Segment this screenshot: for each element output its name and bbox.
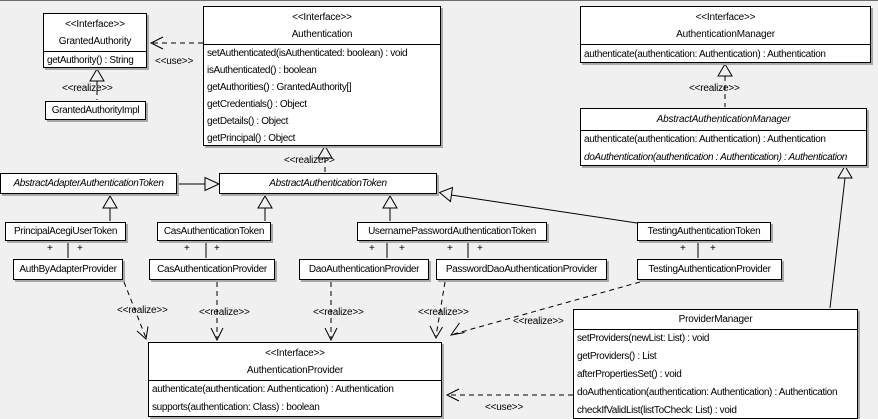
class-name: AbstractAuthenticationToken xyxy=(269,178,387,189)
class-cas-authentication-provider[interactable]: CasAuthenticationProvider xyxy=(149,259,275,280)
edge-label-realize: <<realize>> xyxy=(199,307,250,318)
class-name: Authentication xyxy=(291,29,353,40)
method-label: doAuthentication(authentication: Authent… xyxy=(577,387,838,398)
class-name: AuthByAdapterProvider xyxy=(19,264,117,275)
class-name: GrantedAuthority xyxy=(58,36,132,47)
class-granted-authority-impl[interactable]: GrantedAuthorityImpl xyxy=(45,101,146,120)
edge-label-use: <<use>> xyxy=(155,56,194,67)
method-label: getAuthorities() : GrantedAuthority[] xyxy=(207,82,352,93)
class-name: PrincipalAcegiUserToken xyxy=(13,226,118,237)
method-label: doAuthentication(authentication : Authen… xyxy=(584,152,848,163)
class-name: AuthenticationProvider xyxy=(246,365,344,376)
edge-label-realize: <<realize>> xyxy=(117,305,168,316)
association-end-plus: + xyxy=(369,243,375,254)
edge-label-realize: <<realize>> xyxy=(313,307,364,318)
class-name: DaoAuthenticationProvider xyxy=(308,264,420,275)
class-name: AuthenticationManager xyxy=(676,29,775,40)
class-cas-authentication-token[interactable]: CasAuthenticationToken xyxy=(157,222,271,241)
class-authentication-provider[interactable]: <<Interface>> AuthenticationProvider aut… xyxy=(148,342,442,417)
class-name: CasAuthenticationProvider xyxy=(157,264,267,275)
class-username-password-authentication-token[interactable]: UsernamePasswordAuthenticationToken xyxy=(357,222,547,241)
class-abstract-authentication-token[interactable]: AbstractAuthenticationToken xyxy=(219,173,437,194)
class-provider-manager[interactable]: ProviderManager setProviders(newList: Li… xyxy=(573,309,858,419)
association-end-plus: + xyxy=(184,243,190,254)
association-end-plus: + xyxy=(214,243,220,254)
association-end-plus: + xyxy=(447,243,453,254)
class-name: UsernamePasswordAuthenticationToken xyxy=(368,226,536,237)
method-label: authenticate(authentication: Authenticat… xyxy=(152,384,394,395)
edge-label-realize: <<realize>> xyxy=(284,155,335,166)
method-label: setAuthenticated(isAuthenticated: boolea… xyxy=(207,48,408,59)
class-granted-authority[interactable]: <<Interface>> GrantedAuthority getAuthor… xyxy=(43,13,147,68)
edge-label-realize: <<realize>> xyxy=(418,307,469,318)
association-end-plus: + xyxy=(680,243,686,254)
class-name: GrantedAuthorityImpl xyxy=(51,105,140,116)
class-header: <<Interface>> AuthenticationProvider xyxy=(149,343,441,381)
method-label: getPrincipal() : Object xyxy=(207,133,296,144)
association-end-plus: + xyxy=(477,243,483,254)
edge-label-realize: <<realize>> xyxy=(689,83,740,94)
class-testing-authentication-token[interactable]: TestingAuthenticationToken xyxy=(637,222,771,241)
class-authentication[interactable]: <<Interface>> Authentication setAuthenti… xyxy=(203,6,441,146)
edge-label-realize: <<realize>> xyxy=(513,316,564,327)
class-name: PasswordDaoAuthenticationProvider xyxy=(445,264,598,275)
class-abstract-adapter-authentication-token[interactable]: AbstractAdapterAuthenticationToken xyxy=(0,173,177,194)
association-end-plus: + xyxy=(710,243,716,254)
method-label: authenticate(authentication: Authenticat… xyxy=(584,134,826,145)
class-header: <<Interface>> AuthenticationManager xyxy=(581,7,870,45)
stereotype-label: <<Interface>> xyxy=(65,19,125,30)
method-label: afterPropertiesSet() : void xyxy=(577,369,682,380)
edge-label-use: <<use>> xyxy=(485,402,524,413)
class-name: AbstractAdapterAuthenticationToken xyxy=(13,178,164,189)
method-label: isAuthenticated() : boolean xyxy=(207,65,317,76)
edge-label-realize: <<realize>> xyxy=(62,83,113,94)
class-name: TestingAuthenticationToken xyxy=(647,226,761,237)
method-label: setProviders(newList: List) : void xyxy=(577,333,710,344)
method-label: authenticate(authentication: Authenticat… xyxy=(584,49,826,60)
association-end-plus: + xyxy=(77,243,83,254)
class-header: <<Interface>> GrantedAuthority xyxy=(44,14,146,52)
association-end-plus: + xyxy=(399,243,405,254)
class-auth-by-adapter-provider[interactable]: AuthByAdapterProvider xyxy=(13,259,123,280)
class-testing-authentication-provider[interactable]: TestingAuthenticationProvider xyxy=(637,259,782,280)
method-label: checkIfValidList(listToCheck: List) : vo… xyxy=(577,405,737,416)
class-name: CasAuthenticationToken xyxy=(163,226,265,237)
class-password-dao-authentication-provider[interactable]: PasswordDaoAuthenticationProvider xyxy=(436,259,607,280)
class-dao-authentication-provider[interactable]: DaoAuthenticationProvider xyxy=(299,259,429,280)
method-label: getCredentials() : Object xyxy=(207,99,307,110)
stereotype-label: <<Interface>> xyxy=(695,12,756,23)
class-authentication-manager[interactable]: <<Interface>> AuthenticationManager auth… xyxy=(580,6,871,63)
class-name: TestingAuthenticationProvider xyxy=(648,264,771,275)
method-label: supports(authentication: Class) : boolea… xyxy=(152,402,320,413)
class-principal-acegi-user-token[interactable]: PrincipalAcegiUserToken xyxy=(5,222,126,241)
stereotype-label: <<Interface>> xyxy=(265,348,325,359)
stereotype-label: <<Interface>> xyxy=(292,12,352,23)
class-abstract-authentication-manager[interactable]: AbstractAuthenticationManager authentica… xyxy=(580,108,867,166)
method-label: getDetails() : Object xyxy=(207,116,289,127)
method-label: getProviders() : List xyxy=(577,351,657,362)
class-header: <<Interface>> Authentication xyxy=(204,7,440,45)
class-name: ProviderManager xyxy=(574,310,857,330)
association-end-plus: + xyxy=(47,243,53,254)
method-label: getAuthority() : String xyxy=(47,55,134,66)
class-name: AbstractAuthenticationManager xyxy=(581,109,866,131)
